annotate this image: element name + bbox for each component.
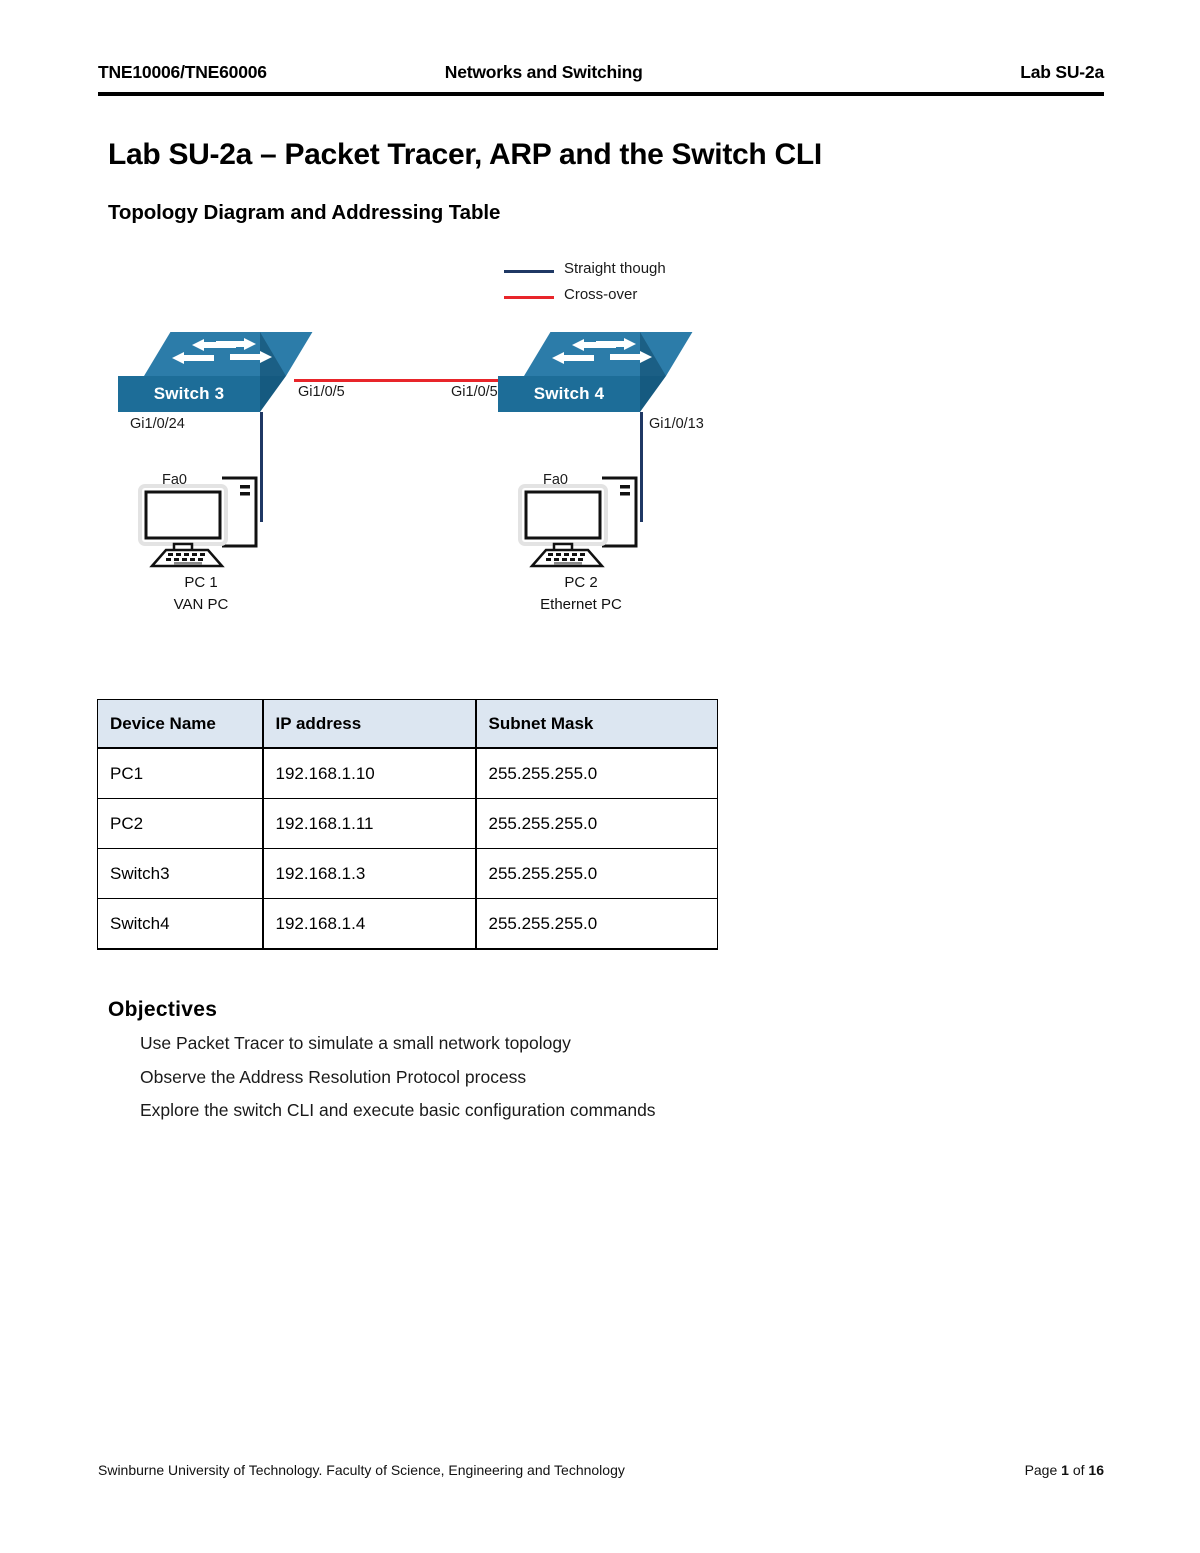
link-switch3-switch4-crossover xyxy=(294,379,542,382)
port-label-switch3-gi1-0-5: Gi1/0/5 xyxy=(298,384,345,400)
switch-4-label: Switch 4 xyxy=(533,384,605,403)
switch-front-face xyxy=(118,376,260,412)
link-switch4-pc2-straight xyxy=(640,412,643,522)
addressing-table: Device Name IP address Subnet Mask PC1 1… xyxy=(97,699,718,950)
cell-device-name: PC1 xyxy=(97,747,263,799)
header-course-code: TNE10006/TNE60006 xyxy=(98,62,267,82)
header-lab-id: Lab SU-2a xyxy=(1020,62,1104,82)
computer-icon xyxy=(518,476,638,568)
cell-subnet-mask: 255.255.255.0 xyxy=(474,747,718,799)
switch-arrows-icon xyxy=(552,338,652,364)
switch-front-face xyxy=(498,376,640,412)
device-switch-3[interactable]: Switch 3 xyxy=(118,332,313,412)
table-row: PC1 192.168.1.10 255.255.255.0 xyxy=(97,747,718,799)
cell-subnet-mask: 255.255.255.0 xyxy=(474,798,718,849)
pc-2-role: Ethernet PC xyxy=(540,596,622,613)
objective-item: Observe the Address Resolution Protocol … xyxy=(140,1066,527,1087)
cell-ip-address: 192.168.1.10 xyxy=(261,747,476,799)
cell-device-name: Switch4 xyxy=(97,898,263,950)
legend-swatch-straight-through xyxy=(504,270,554,273)
device-switch-4[interactable]: Switch 4 xyxy=(498,332,693,412)
switch-3-label: Switch 3 xyxy=(153,384,225,403)
objective-item: Use Packet Tracer to simulate a small ne… xyxy=(140,1033,571,1053)
header-rule xyxy=(98,92,1104,96)
table-row: Switch4 192.168.1.4 255.255.255.0 xyxy=(97,898,718,950)
section-heading-objectives: Objectives xyxy=(108,998,218,1021)
legend-label-straight-through: Straight though xyxy=(564,260,666,277)
switch-front-edge xyxy=(260,376,286,412)
pc-1-role: VAN PC xyxy=(173,596,229,613)
objective-item: Explore the switch CLI and execute basic… xyxy=(140,1100,656,1120)
cell-subnet-mask: 255.255.255.0 xyxy=(474,898,718,950)
footer-page-total: 16 xyxy=(1088,1462,1104,1478)
cell-ip-address: 192.168.1.11 xyxy=(261,798,476,849)
pc-2-label: PC 2 xyxy=(564,574,598,591)
footer-page-prefix: Page xyxy=(1024,1462,1062,1478)
port-label-switch4-gi1-0-5: Gi1/0/5 xyxy=(451,384,498,400)
table-row: Switch3 192.168.1.3 255.255.255.0 xyxy=(97,848,718,899)
footer-page-indicator: Page 1 of 16 xyxy=(1025,1462,1104,1478)
column-header-subnet-mask: Subnet Mask xyxy=(474,699,718,749)
port-label-switch3-gi1-0-24: Gi1/0/24 xyxy=(130,416,185,432)
legend-swatch-cross-over xyxy=(504,296,554,299)
legend-label-cross-over: Cross-over xyxy=(564,286,638,303)
switch-front-edge xyxy=(640,376,666,412)
cell-device-name: PC2 xyxy=(97,798,263,849)
footer-page-of: of xyxy=(1068,1462,1089,1478)
column-header-ip-address: IP address xyxy=(261,699,476,749)
topology-diagram: Straight though Cross-over xyxy=(100,248,740,640)
table-header-row: Device Name IP address Subnet Mask xyxy=(97,699,718,749)
port-label-switch4-gi1-0-13: Gi1/0/13 xyxy=(649,416,704,432)
device-pc-2[interactable]: PC 2 Ethernet PC xyxy=(516,470,646,613)
cell-ip-address: 192.168.1.4 xyxy=(261,898,476,950)
running-header: TNE10006/TNE60006 Networks and Switching… xyxy=(98,62,1104,96)
header-course-title: Networks and Switching xyxy=(444,62,643,82)
section-heading-topology: Topology Diagram and Addressing Table xyxy=(108,201,501,224)
link-switch3-pc1-straight xyxy=(260,412,263,522)
device-pc-1[interactable]: PC 1 VAN PC xyxy=(136,470,266,613)
cell-ip-address: 192.168.1.3 xyxy=(261,848,476,899)
page-title: Lab SU-2a – Packet Tracer, ARP and the S… xyxy=(108,138,822,171)
cell-subnet-mask: 255.255.255.0 xyxy=(474,848,718,899)
footer-page-number: 1 xyxy=(1061,1462,1069,1478)
pc-1-label: PC 1 xyxy=(184,574,218,591)
footer-institution: Swinburne University of Technology. Facu… xyxy=(98,1462,625,1478)
running-footer: Swinburne University of Technology. Facu… xyxy=(98,1462,1104,1478)
column-header-device-name: Device Name xyxy=(97,699,263,749)
objectives-list: Use Packet Tracer to simulate a small ne… xyxy=(140,1033,940,1136)
table-row: PC2 192.168.1.11 255.255.255.0 xyxy=(97,798,718,849)
cell-device-name: Switch3 xyxy=(97,848,263,899)
computer-icon xyxy=(138,476,258,568)
switch-arrows-icon xyxy=(172,338,272,364)
